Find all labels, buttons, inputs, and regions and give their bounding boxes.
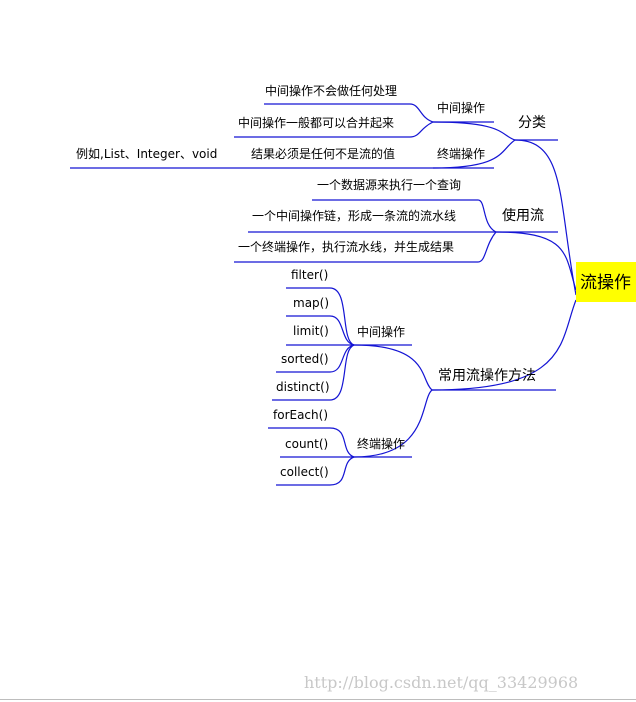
classification-terminal-label: 终端操作 (437, 146, 485, 161)
node-underlines (70, 103, 558, 486)
list-item[interactable]: 一个中间操作链，形成一条流的流水线 (252, 208, 456, 223)
usage-items: 一个数据源来执行一个查询 一个中间操作链，形成一条流的流水线 一个终端操作，执行… (238, 177, 461, 254)
methods-intermediate-items: filter() map() limit() sorted() distinct… (276, 268, 330, 394)
classification-intermediate-node[interactable]: 中间操作 (437, 100, 485, 115)
root-highlight (576, 262, 636, 302)
branch-methods[interactable]: 常用流操作方法 (438, 368, 536, 384)
bottom-divider (0, 699, 636, 700)
list-item[interactable]: distinct() (276, 380, 330, 394)
list-item[interactable]: 一个数据源来执行一个查询 (317, 177, 461, 192)
classification-intermediate-items: 中间操作不会做任何处理 中间操作一般都可以合并起来 (238, 83, 397, 130)
connector-lines (329, 103, 577, 486)
classification-terminal-node[interactable]: 终端操作 (437, 146, 485, 161)
classification-terminal-item[interactable]: 结果必须是任何不是流的值 (251, 146, 395, 161)
classification-intermediate-label: 中间操作 (437, 100, 485, 115)
list-item[interactable]: filter() (291, 268, 328, 282)
list-item[interactable]: 中间操作一般都可以合并起来 (238, 115, 394, 130)
branch-methods-label: 常用流操作方法 (438, 368, 536, 384)
list-item[interactable]: sorted() (281, 352, 329, 366)
root-label: 流操作 (580, 273, 631, 293)
list-item[interactable]: limit() (293, 324, 329, 338)
methods-terminal-items: forEach() count() collect() (273, 408, 329, 479)
list-item[interactable]: 中间操作不会做任何处理 (265, 83, 397, 98)
branch-classification[interactable]: 分类 (518, 115, 546, 131)
branch-usage[interactable]: 使用流 (502, 207, 544, 224)
list-item[interactable]: 一个终端操作，执行流水线，并生成结果 (238, 239, 454, 254)
root-node[interactable]: 流操作 (576, 262, 636, 302)
classification-terminal-example[interactable]: 例如,List、Integer、void (76, 146, 217, 161)
branch-classification-label: 分类 (518, 115, 546, 131)
methods-terminal-node[interactable]: 终端操作 (357, 436, 405, 451)
branch-usage-label: 使用流 (502, 207, 544, 224)
methods-terminal-label: 终端操作 (357, 436, 405, 451)
list-item[interactable]: collect() (280, 465, 329, 479)
list-item[interactable]: count() (285, 437, 328, 451)
methods-intermediate-label: 中间操作 (357, 324, 405, 339)
watermark: http://blog.csdn.net/qq_33429968 (304, 673, 578, 692)
list-item[interactable]: forEach() (273, 408, 328, 422)
methods-intermediate-node[interactable]: 中间操作 (357, 324, 405, 339)
list-item[interactable]: map() (293, 296, 329, 310)
